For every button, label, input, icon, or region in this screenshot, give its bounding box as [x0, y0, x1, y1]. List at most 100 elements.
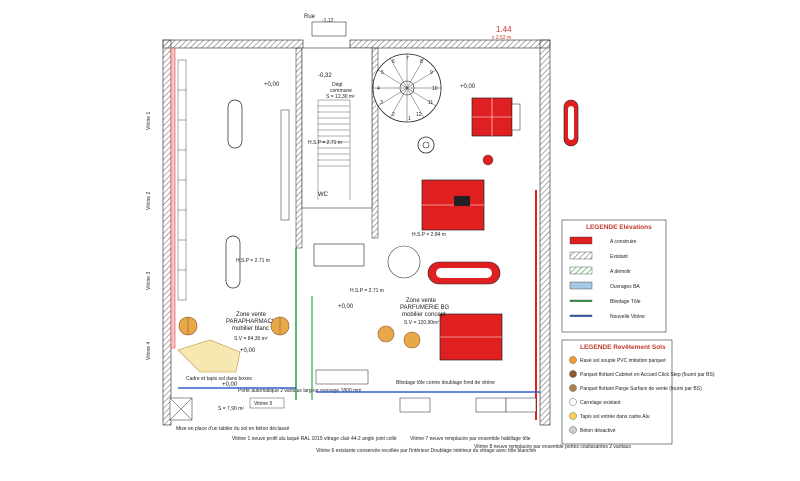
hsp-right: H.S.P = 2.84 m: [412, 232, 446, 238]
stair-step-7: 7: [406, 56, 409, 62]
stair-step-8: 8: [420, 59, 423, 65]
core-stairs: [317, 99, 351, 200]
vitrine-7-box: [399, 397, 431, 413]
top-dimension-sub: x 2.52 m: [492, 35, 511, 41]
street-box: [311, 21, 347, 37]
stair-step-10: 10: [432, 86, 438, 92]
stair-step-3: 3: [380, 100, 383, 106]
parapharmacie-title: Zone vente: [236, 312, 267, 318]
wall-top-right: [349, 39, 551, 49]
note-mise: Mise en place d'un tablier du sol en bét…: [176, 426, 289, 432]
degagement-level: -0,32: [318, 73, 332, 79]
note-bottom-3: Vitrine 7 neuve remplacée par ensemble h…: [410, 436, 531, 442]
legend-elevation-swatch-4: [569, 299, 593, 302]
entrance-mat: [177, 339, 241, 373]
note-blindage: Blindage tôle contre doublage fond de vi…: [396, 380, 495, 386]
parfumerie-furniture: mobilier concept: [402, 312, 446, 318]
vitrine-6-box: [315, 369, 369, 385]
legend-sol-label-1: Parquet flottant Cabinet en Accueil Clic…: [580, 372, 715, 378]
legend-sol-label-0: Rasé sol souple PVC imitation parquet: [580, 358, 666, 364]
vitrine-3-side: Vitrine 3: [146, 272, 152, 290]
hsp-core: H.S.P = 2.71 m: [308, 140, 342, 146]
stair-core: [301, 47, 373, 209]
legend-sol-swatch-0: [569, 356, 577, 364]
lining-left: [170, 47, 176, 349]
wall-right: [539, 39, 551, 426]
degagement-title: Dégt: [332, 82, 343, 88]
rotating-display: [387, 245, 421, 279]
entree-area: S = 7,90 m²: [218, 406, 244, 412]
spiral-staircase: 1 2 3 4 5 6 7 8 9 10 11 12: [372, 53, 442, 123]
vitrine-2-side: Vitrine 2: [146, 192, 152, 210]
legend-elevation-swatch-1: [569, 251, 593, 260]
legend-elevation-swatch-0: [569, 236, 593, 245]
street-label: Rue: [304, 14, 316, 20]
red-marker: [482, 154, 494, 166]
vitrine-1-side: Vitrine 1: [146, 112, 152, 130]
legend-sols: LEGENDE Revêtement Sols Rasé sol souple …: [561, 339, 715, 445]
legend-elevation-label-2: A démolir: [610, 269, 631, 275]
note-porte: Porte automatique 2 vantaux largeur pass…: [238, 388, 361, 394]
stair-step-1: 1: [408, 116, 411, 122]
level-left-top: +0,00: [264, 82, 280, 88]
legend-sol-label-4: Tapis sol entrée dans cadre Alu: [580, 414, 650, 420]
legend-elevation-label-4: Blindage Tôle: [610, 299, 641, 305]
note-bottom-1: Vitrine 1 neuve profil alu laqué RAL 101…: [232, 436, 397, 442]
hsp-bottom: H.S.P = 2.71 m: [350, 288, 384, 294]
parfumerie-level: +0,00: [338, 304, 354, 310]
note-cadre: Cadre et tapis sol dans boxes: [186, 376, 252, 382]
wall-top-left: [162, 39, 304, 49]
vitrine-5-box: [249, 397, 285, 409]
legend-sol-label-2: Parquet flottant Parge Surface de vente …: [580, 386, 702, 392]
street-level: -1,12: [322, 18, 334, 24]
legend-sol-label-3: Carrelage existant: [580, 400, 621, 406]
entree-level: +0,00: [222, 382, 238, 388]
wall-left: [162, 39, 172, 426]
parfumerie-name: PARFUMERIE BG: [400, 305, 450, 311]
wc-label: WC: [318, 192, 329, 198]
wall-shelving-right: [280, 109, 290, 221]
degagement-sub: commune: [330, 88, 352, 94]
gondola-1: [227, 99, 243, 149]
stair-step-11: 11: [428, 100, 433, 106]
parapharmacie-level: +0,00: [240, 348, 256, 354]
legend-sol-swatch-2: [569, 384, 577, 392]
legend-elevation-swatch-3: [569, 281, 593, 290]
legend-sol-label-5: Béton désactivé: [580, 428, 616, 434]
vitrine-5-label: Vitrine 5: [254, 401, 272, 407]
degagement-area: S = 12,30 m²: [326, 94, 355, 100]
legend-elevations-title: LEGENDE Elévations: [586, 224, 652, 231]
parfumerie-title: Zone vente: [406, 298, 437, 304]
gondola-2: [225, 235, 241, 289]
legend-elevation-swatch-5: [569, 314, 593, 317]
counter-desk: [313, 243, 365, 267]
wall-core: [295, 47, 303, 249]
stair-step-6: 6: [392, 59, 395, 65]
vitrine-9-box: [505, 397, 537, 413]
legend-sol-swatch-1: [569, 370, 577, 378]
legend-elevations: LEGENDE Elévations A construireExistantA…: [561, 219, 667, 333]
stair-step-5: 5: [381, 70, 384, 76]
parapharmacie-name: PARAPHARMACIE: [226, 319, 278, 325]
legend-elevation-label-0: A construire: [610, 239, 637, 245]
parfumerie-area: S.V = 120,90m²: [404, 320, 439, 326]
level-right-top: +0,00: [460, 84, 476, 90]
legend-elevation-label-5: Nouvelle Vitrine: [610, 314, 645, 320]
top-dimension: 1.44: [496, 25, 512, 34]
legend-sol-swatch-5: [569, 426, 577, 434]
round-table-4: [403, 331, 421, 349]
vitrine-8-box: [475, 397, 507, 413]
note-bottom-2: Vitrine 6 existante conservée recollée p…: [316, 448, 536, 454]
parapharmacie-furniture: mobilier blanc: [232, 326, 269, 332]
legend-sol-swatch-4: [569, 412, 577, 420]
parapharmacie-area: S.V = 84,30 m²: [234, 336, 268, 342]
round-table-3: [377, 325, 395, 343]
stair-step-12: 12: [416, 112, 422, 118]
legend-sols-title: LEGENDE Revêtement Sols: [580, 344, 666, 351]
legend-elevation-swatch-2: [569, 266, 593, 275]
legend-elevation-label-3: Ouvrages BA: [610, 284, 640, 290]
vitrine-4-side: Vitrine 4: [146, 342, 152, 360]
legend-elevation-label-1: Existant: [610, 254, 628, 260]
hsp-left: H.S.P = 2.71 m: [236, 258, 270, 264]
